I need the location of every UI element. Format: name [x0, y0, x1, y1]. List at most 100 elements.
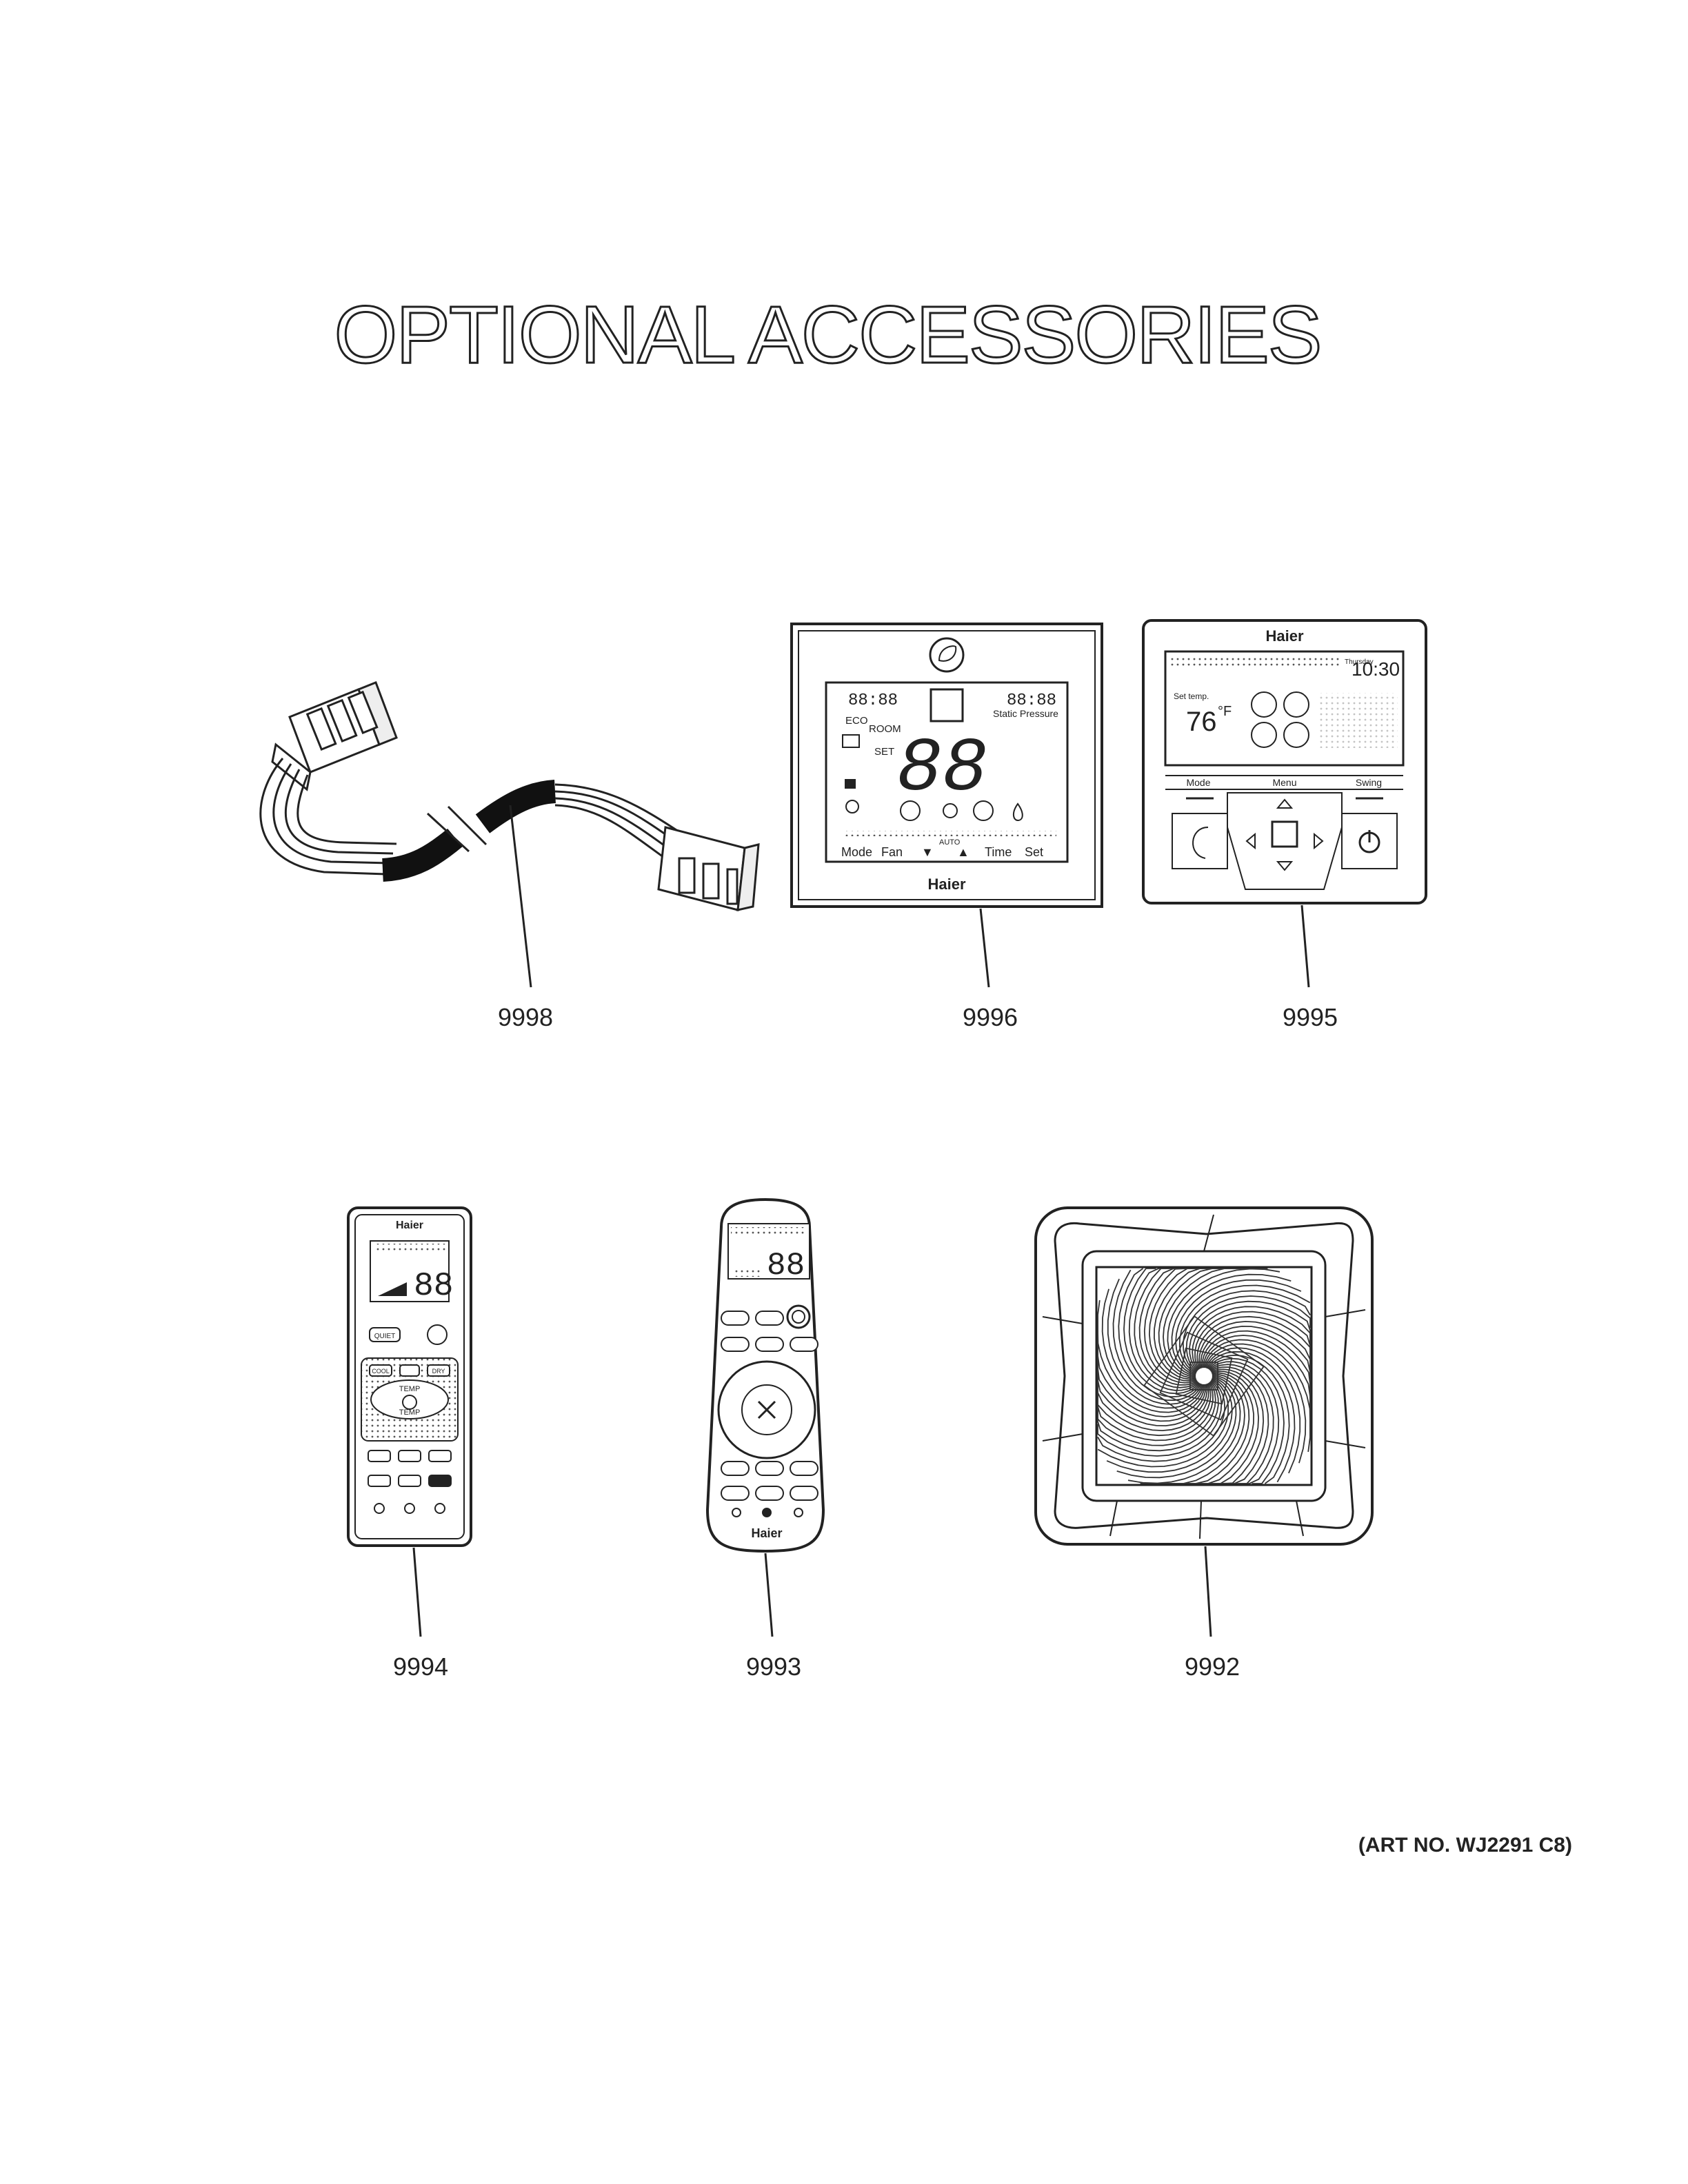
leader-9993 — [764, 1553, 774, 1637]
svg-text:TEMP: TEMP — [399, 1385, 421, 1393]
up-button[interactable] — [399, 1364, 420, 1377]
swirl-line — [1097, 1353, 1209, 1432]
small-button-2[interactable] — [404, 1503, 415, 1514]
person-icon — [845, 800, 859, 813]
room-label: ROOM — [869, 723, 901, 735]
button-up-label[interactable]: ▲ — [957, 845, 969, 859]
heat-button[interactable] — [368, 1475, 391, 1487]
swirl-line — [1196, 1315, 1311, 1385]
dpad[interactable] — [1227, 792, 1343, 890]
fan-icon — [973, 800, 994, 821]
cool-button[interactable] — [369, 1364, 392, 1377]
swirl-line — [1097, 1325, 1207, 1422]
button-mode-label[interactable]: Mode — [841, 845, 872, 859]
timer-button[interactable] — [755, 1461, 784, 1476]
svg-text:DRY: DRY — [432, 1368, 445, 1375]
small-button-1[interactable] — [732, 1508, 741, 1517]
button-set-label[interactable]: Set — [1025, 845, 1043, 859]
eco-label: ECO — [845, 715, 868, 727]
swing-button-label[interactable]: Swing — [1356, 777, 1382, 788]
timer-button[interactable] — [428, 1450, 452, 1462]
part-number-9996: 9996 — [963, 1003, 1018, 1031]
display-button[interactable] — [755, 1486, 784, 1501]
fan-icon — [402, 1395, 417, 1410]
dpad-center-button[interactable] — [1271, 820, 1298, 848]
health-button[interactable] — [721, 1461, 750, 1476]
power-button[interactable] — [427, 1324, 448, 1345]
sun-icon — [943, 803, 958, 818]
swirl-line — [1128, 1268, 1200, 1391]
wired-controller-9996: 88:88 88:88 ECO ROOM SET Static Pressure… — [790, 623, 1103, 988]
svg-text:QUIET: QUIET — [374, 1333, 396, 1340]
small-button-3[interactable] — [794, 1508, 803, 1517]
mode-button-label[interactable]: Mode — [1186, 777, 1210, 788]
light-button[interactable] — [428, 1475, 452, 1487]
quiet-button[interactable] — [369, 1327, 401, 1342]
fan-mode-icon[interactable] — [1283, 722, 1309, 748]
leader-9996 — [979, 908, 990, 988]
connector-right — [657, 826, 760, 911]
lock-icon — [845, 779, 856, 789]
swirl-line — [1127, 1375, 1241, 1484]
swing-button[interactable] — [398, 1450, 421, 1462]
swirl-line — [1158, 1268, 1255, 1379]
clean-button[interactable] — [790, 1486, 818, 1501]
brand-logo: Haier — [396, 1220, 423, 1231]
cool-button[interactable] — [721, 1337, 750, 1352]
cool-mode-icon[interactable] — [1251, 691, 1277, 718]
dpad-up[interactable] — [1276, 798, 1294, 809]
dpad-down[interactable] — [1276, 861, 1294, 871]
swirl-line — [1148, 1268, 1227, 1382]
page-title: OPTIONAL ACCESSORIES — [333, 289, 1323, 382]
swirl-line — [1101, 1288, 1204, 1409]
small-button-3[interactable] — [434, 1503, 445, 1514]
button-down-label[interactable]: ▼ — [921, 845, 934, 859]
menu-button-label[interactable]: Menu — [1272, 777, 1296, 788]
health-button[interactable] — [368, 1450, 391, 1462]
down-button[interactable] — [398, 1475, 421, 1487]
heat-button[interactable] — [755, 1337, 784, 1352]
turbo-button[interactable] — [721, 1311, 750, 1326]
swirl-line — [1200, 1325, 1311, 1413]
remote-9994: Haier 88 QUIET COOL DRY TEMP TEMP — [347, 1206, 472, 1637]
heat-mode-icon[interactable] — [1283, 691, 1309, 718]
back-button[interactable] — [1172, 813, 1228, 869]
swirl-line — [1097, 1378, 1229, 1468]
dpad-left[interactable] — [1245, 832, 1256, 850]
sun-mode-icon[interactable] — [1251, 722, 1277, 748]
auto-button[interactable] — [755, 1311, 784, 1326]
button-fan-label[interactable]: Fan — [881, 845, 903, 859]
small-button-1[interactable] — [374, 1503, 385, 1514]
dry-button[interactable] — [427, 1364, 450, 1377]
swing-button[interactable] — [790, 1461, 818, 1476]
swirl-line — [1107, 1278, 1203, 1405]
swirl-line — [1167, 1268, 1280, 1377]
swirl-line — [1097, 1380, 1219, 1452]
sleep-button[interactable] — [721, 1486, 750, 1501]
swirl-line — [1206, 1351, 1296, 1483]
small-button-2[interactable] — [762, 1508, 772, 1517]
part-number-9993: 9993 — [746, 1652, 801, 1681]
swirl-line — [1195, 1368, 1265, 1484]
remote-digits: 88 — [414, 1268, 454, 1305]
dpad-right[interactable] — [1314, 832, 1324, 850]
connector-left — [271, 681, 398, 791]
power-button[interactable] — [786, 1304, 811, 1329]
svg-text:COOL: COOL — [372, 1368, 390, 1375]
leader-9992 — [1204, 1546, 1212, 1637]
button-time-label[interactable]: Time — [985, 845, 1012, 859]
leader-9995 — [1300, 904, 1310, 988]
swirl-line — [1153, 1373, 1250, 1484]
swirl-line — [1116, 1376, 1237, 1479]
leader-9994 — [412, 1547, 422, 1637]
auto-label: AUTO — [939, 838, 961, 847]
dry-button[interactable] — [790, 1337, 818, 1352]
swirl-line — [1138, 1268, 1198, 1386]
swirl-line — [1207, 1357, 1285, 1484]
cassette-panel-9992 — [1034, 1206, 1374, 1637]
set-label: SET — [874, 746, 894, 758]
swirl-line — [1202, 1335, 1311, 1440]
part-number-9998: 9998 — [498, 1003, 553, 1031]
swirl-line — [1189, 1300, 1311, 1372]
